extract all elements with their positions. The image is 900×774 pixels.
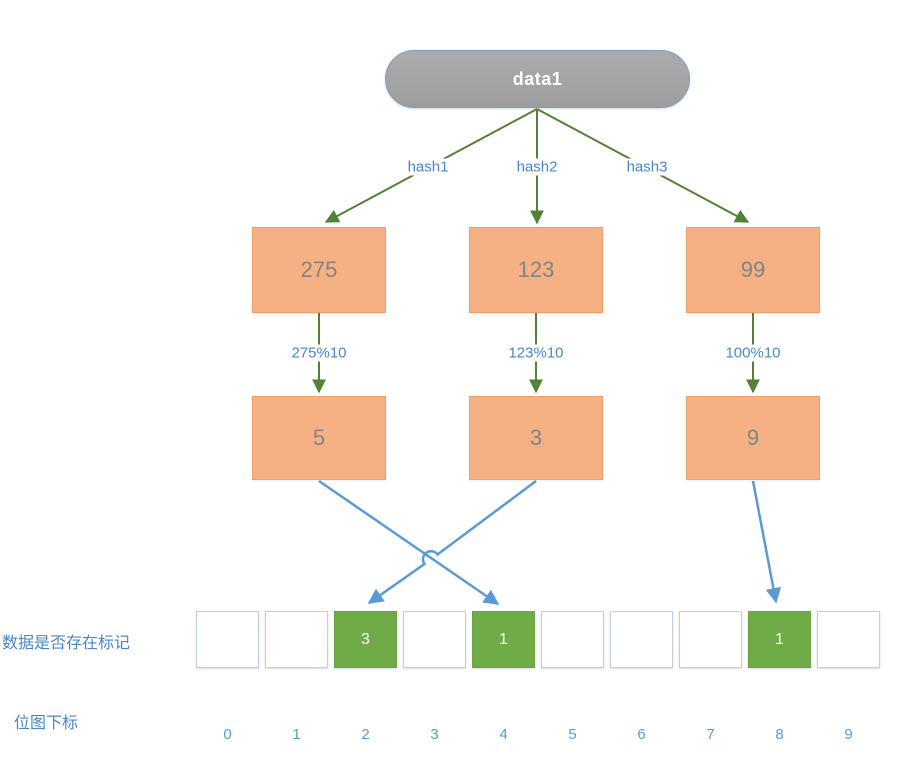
hash-result-box-275: 275: [252, 227, 386, 313]
edge-bit4: [318, 479, 500, 606]
bitmap-cell-0: [196, 611, 259, 668]
edge-label-mod1: 275%10: [286, 344, 352, 362]
bitmap-cell-7: [679, 611, 742, 668]
mod-result-box-9: 9: [686, 396, 820, 480]
edge-label-mod2: 123%10: [503, 344, 569, 362]
hash-result-box-99: 99: [686, 227, 820, 313]
mod-result-box-5: 5: [252, 396, 386, 480]
data-node: data1: [385, 50, 690, 108]
bitmap-row-label: 数据是否存在标记: [2, 635, 131, 652]
edge-label-hash3: hash3: [621, 158, 673, 176]
bitmap-cell-8: 1: [748, 611, 811, 668]
bitmap-index-7: 7: [706, 726, 715, 743]
bitmap-index-9: 9: [844, 726, 853, 743]
bitmap-cell-6: [610, 611, 673, 668]
bitmap-cell-3: [403, 611, 466, 668]
bitmap-cell-5: [541, 611, 604, 668]
bitmap-index-2: 2: [361, 726, 370, 743]
bitmap-cell-1: [265, 611, 328, 668]
edge-label-mod3: 100%10: [720, 344, 786, 362]
mod-result-box-3: 3: [469, 396, 603, 480]
bitmap-cell-9: [817, 611, 880, 668]
bitmap-index-8: 8: [775, 726, 784, 743]
bitmap-cell-4: 1: [472, 611, 535, 668]
bitmap-cell-2: 3: [334, 611, 397, 668]
edge-label-hash2: hash2: [511, 158, 563, 176]
edge-label-hash1: hash1: [402, 158, 454, 176]
edge-bit8: [751, 480, 782, 604]
bitmap-index-row-label: 位图下标: [14, 715, 79, 732]
bitmap-index-5: 5: [568, 726, 577, 743]
bitmap-index-0: 0: [223, 726, 232, 743]
hash-result-box-123: 123: [469, 227, 603, 313]
bitmap-index-3: 3: [430, 726, 439, 743]
edge-bit2: [367, 479, 537, 605]
bitmap-index-6: 6: [637, 726, 646, 743]
bitmap-index-1: 1: [292, 726, 301, 743]
bitmap-index-4: 4: [499, 726, 508, 743]
